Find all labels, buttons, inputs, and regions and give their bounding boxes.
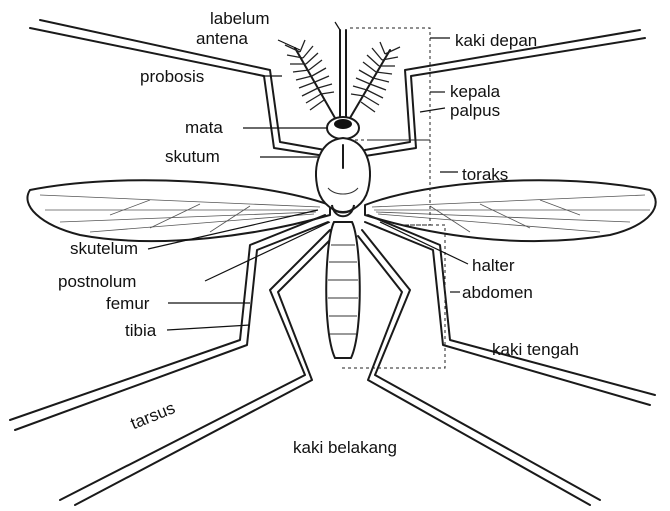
label-kaki-belakang: kaki belakang xyxy=(293,438,397,457)
label-kepala: kepala xyxy=(450,82,501,101)
label-halter: halter xyxy=(472,256,515,275)
label-abdomen: abdomen xyxy=(462,283,533,302)
label-toraks: toraks xyxy=(462,165,508,184)
label-kaki-depan: kaki depan xyxy=(455,31,537,50)
label-skutum: skutum xyxy=(165,147,220,166)
labels: labelum antena kaki depan probosis kepal… xyxy=(58,9,579,457)
label-postnolum: postnolum xyxy=(58,272,136,291)
label-tibia: tibia xyxy=(125,321,157,340)
mosquito-body xyxy=(285,30,400,358)
label-tarsus: tarsus xyxy=(128,398,178,433)
label-palpus: palpus xyxy=(450,101,500,120)
label-mata: mata xyxy=(185,118,223,137)
eye xyxy=(334,119,352,129)
label-probosis: probosis xyxy=(140,67,204,86)
head-bracket xyxy=(350,28,430,140)
label-kaki-tengah: kaki tengah xyxy=(492,340,579,359)
abdomen-shape xyxy=(326,222,360,358)
right-antenna xyxy=(350,42,400,118)
label-skutelum: skutelum xyxy=(70,239,138,258)
label-labelum: labelum xyxy=(210,9,270,28)
label-femur: femur xyxy=(106,294,150,313)
left-antenna xyxy=(285,40,335,118)
label-antena: antena xyxy=(196,29,249,48)
